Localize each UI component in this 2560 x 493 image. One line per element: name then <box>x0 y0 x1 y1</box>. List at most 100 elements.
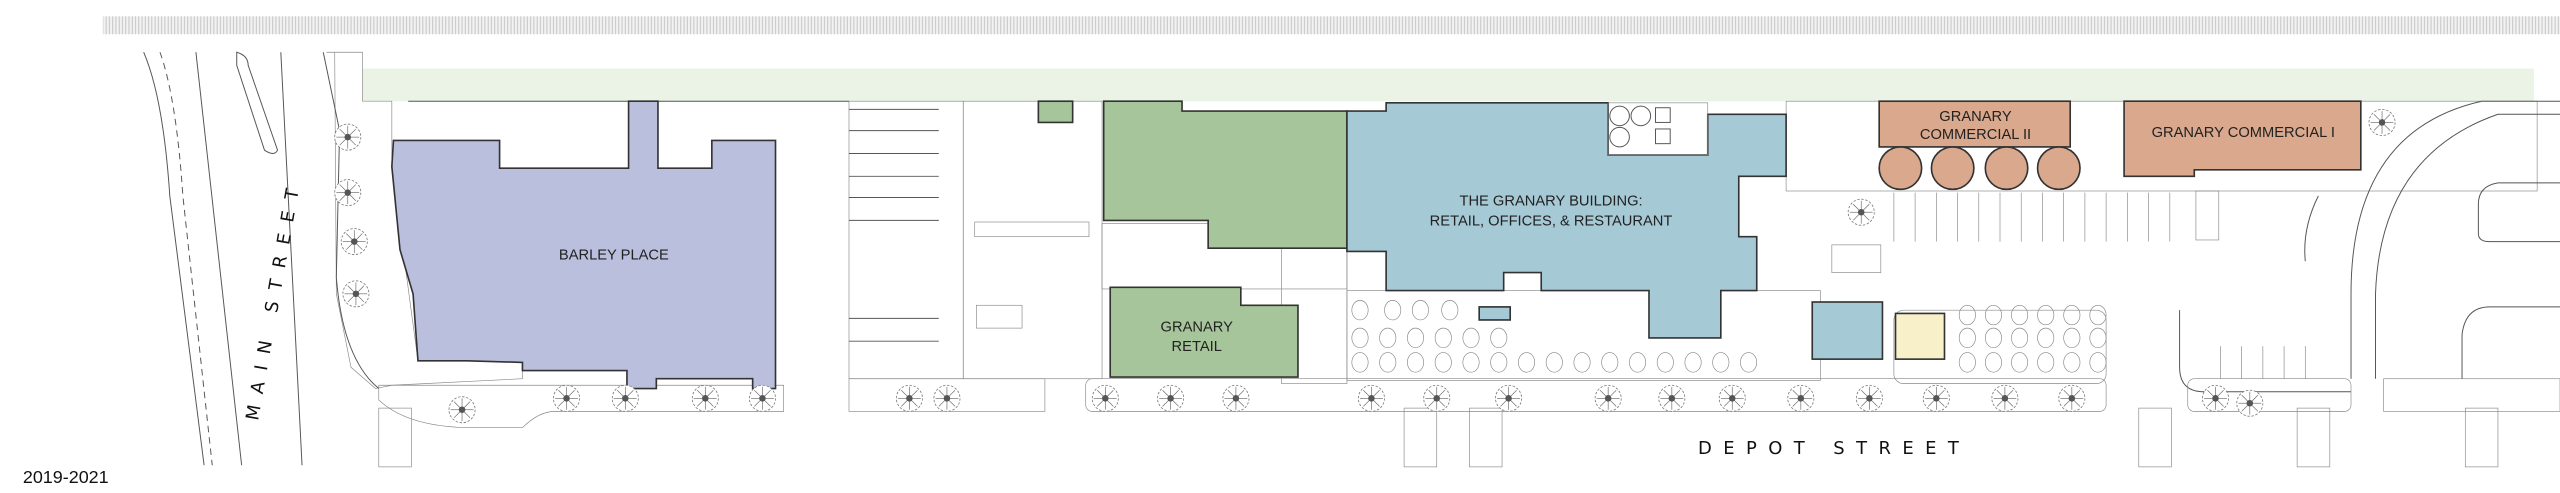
equipment-box-icon <box>1655 107 1671 123</box>
tree-icon <box>933 384 961 412</box>
tree-icon <box>1357 384 1385 412</box>
tree-icon <box>1847 198 1875 226</box>
tree-icon <box>1787 384 1815 412</box>
building-granary-main[interactable]: THE GRANARY BUILDING: RETAIL, OFFICES, &… <box>1346 102 1787 339</box>
lawn-mid <box>962 100 1103 380</box>
building-granary-commercial-1[interactable]: GRANARY COMMERCIAL I <box>2123 100 2362 178</box>
planter-tree <box>1351 327 1369 349</box>
planter-tree <box>1545 352 1563 373</box>
tree-icon <box>2058 384 2086 412</box>
plan-year-label: 2019-2021 <box>23 467 109 487</box>
street-trees <box>334 108 2396 424</box>
planter-tree <box>1490 352 1508 373</box>
parking-west <box>848 100 964 380</box>
building-blue-pavilion[interactable] <box>1811 301 1884 360</box>
tree-icon <box>2202 384 2229 412</box>
tree-icon <box>340 228 368 256</box>
accessible-stall-hatch <box>976 304 1023 329</box>
planter-tree <box>1379 352 1397 373</box>
east-drive <box>2179 100 2560 393</box>
planter-tree <box>2089 327 2107 349</box>
tree-icon <box>1495 384 1523 412</box>
rail-corridor <box>102 16 2560 35</box>
granary-building-label-2: RETAIL, OFFICES, & RESTAURANT <box>1430 213 1673 229</box>
tree-icon <box>1222 384 1250 412</box>
sidewalk-paving <box>378 223 2560 468</box>
planter-tree <box>1407 327 1424 349</box>
tree-icon <box>1594 384 1622 412</box>
planter-tree <box>1958 304 1976 326</box>
building-green-north[interactable] <box>1102 100 1348 249</box>
planter-tree <box>1656 352 1674 373</box>
planters <box>1351 300 2107 373</box>
tree-icon <box>1091 384 1119 412</box>
building-small-green[interactable] <box>1037 100 1074 124</box>
silo-icon <box>1878 146 1923 191</box>
tree-icon <box>2368 108 2396 136</box>
building-yellow-pavilion[interactable] <box>1894 312 1946 360</box>
planter-tree <box>2063 327 2081 349</box>
planter-tree <box>1601 352 1619 373</box>
tree-icon <box>611 384 639 412</box>
planter-tree <box>1740 352 1758 373</box>
planter-tree <box>2011 352 2029 373</box>
planter-tree <box>2037 327 2055 349</box>
planter-tree <box>1384 300 1402 321</box>
planter-tree <box>1462 327 1480 349</box>
planter-tree <box>1379 327 1397 349</box>
planter-tree <box>1351 300 1369 321</box>
tree-icon <box>1157 384 1185 412</box>
tree-icon <box>1718 384 1746 412</box>
planter-tree <box>1411 300 1429 321</box>
parking-east <box>1893 192 2306 379</box>
main-street-road: MAIN STREET <box>143 51 380 466</box>
tree-icon <box>895 384 923 412</box>
planter-tree <box>1407 352 1424 373</box>
tree-icon <box>2236 389 2264 417</box>
planter-tree <box>2063 352 2081 373</box>
tree-icon <box>1922 384 1950 412</box>
planter-tree <box>1462 352 1480 373</box>
tree-icon <box>691 384 719 412</box>
planter-tree <box>1984 352 2002 373</box>
tree-icon <box>1855 384 1883 412</box>
tree-icon <box>553 384 580 412</box>
tree-icon <box>1658 384 1686 412</box>
commercial-2-label-2: COMMERCIAL II <box>1920 127 2031 143</box>
silo-icon <box>1609 105 1630 127</box>
planter-tree <box>1712 352 1730 373</box>
building-granary-commercial-2[interactable]: GRANARY COMMERCIAL II <box>1878 100 2081 191</box>
main-street-label: MAIN STREET <box>242 176 305 422</box>
granary-building-label-1: THE GRANARY BUILDING: <box>1459 194 1642 210</box>
equipment-yard <box>1607 102 1709 156</box>
lawn-courtyard <box>1346 290 1821 381</box>
silo-icon <box>2036 146 2081 191</box>
lawn-band <box>362 68 2534 102</box>
depot-street-label: DEPOT STREET <box>1698 438 1970 459</box>
barley-place-label: BARLEY PLACE <box>559 248 669 264</box>
crosswalk-hatch-east <box>1831 244 1882 273</box>
tree-icon <box>334 179 362 207</box>
building-small-blue[interactable] <box>1478 306 1512 321</box>
planter-tree <box>1684 352 1702 373</box>
planter-tree <box>1434 352 1452 373</box>
planter-tree <box>2089 304 2107 326</box>
planter-tree <box>2063 304 2081 326</box>
commercial-2-label-1: GRANARY <box>1939 109 2012 125</box>
barley-place-footprint[interactable] <box>391 100 777 390</box>
planter-tree <box>1434 327 1452 349</box>
silo-icon <box>1930 146 1975 191</box>
planter-tree <box>1573 352 1591 373</box>
planter-tree <box>1629 352 1647 373</box>
tree-icon <box>748 384 776 412</box>
silo-icon <box>1984 146 2029 191</box>
tree-icon <box>1991 384 2019 412</box>
planter-tree <box>1958 352 1976 373</box>
building-granary-retail[interactable]: GRANARY RETAIL <box>1109 286 1299 378</box>
planter-tree <box>1958 327 1976 349</box>
planter-tree <box>1984 327 2002 349</box>
planter-tree <box>1490 327 1508 349</box>
tree-icon <box>334 123 362 151</box>
building-barley-place[interactable]: BARLEY PLACE <box>391 100 849 390</box>
